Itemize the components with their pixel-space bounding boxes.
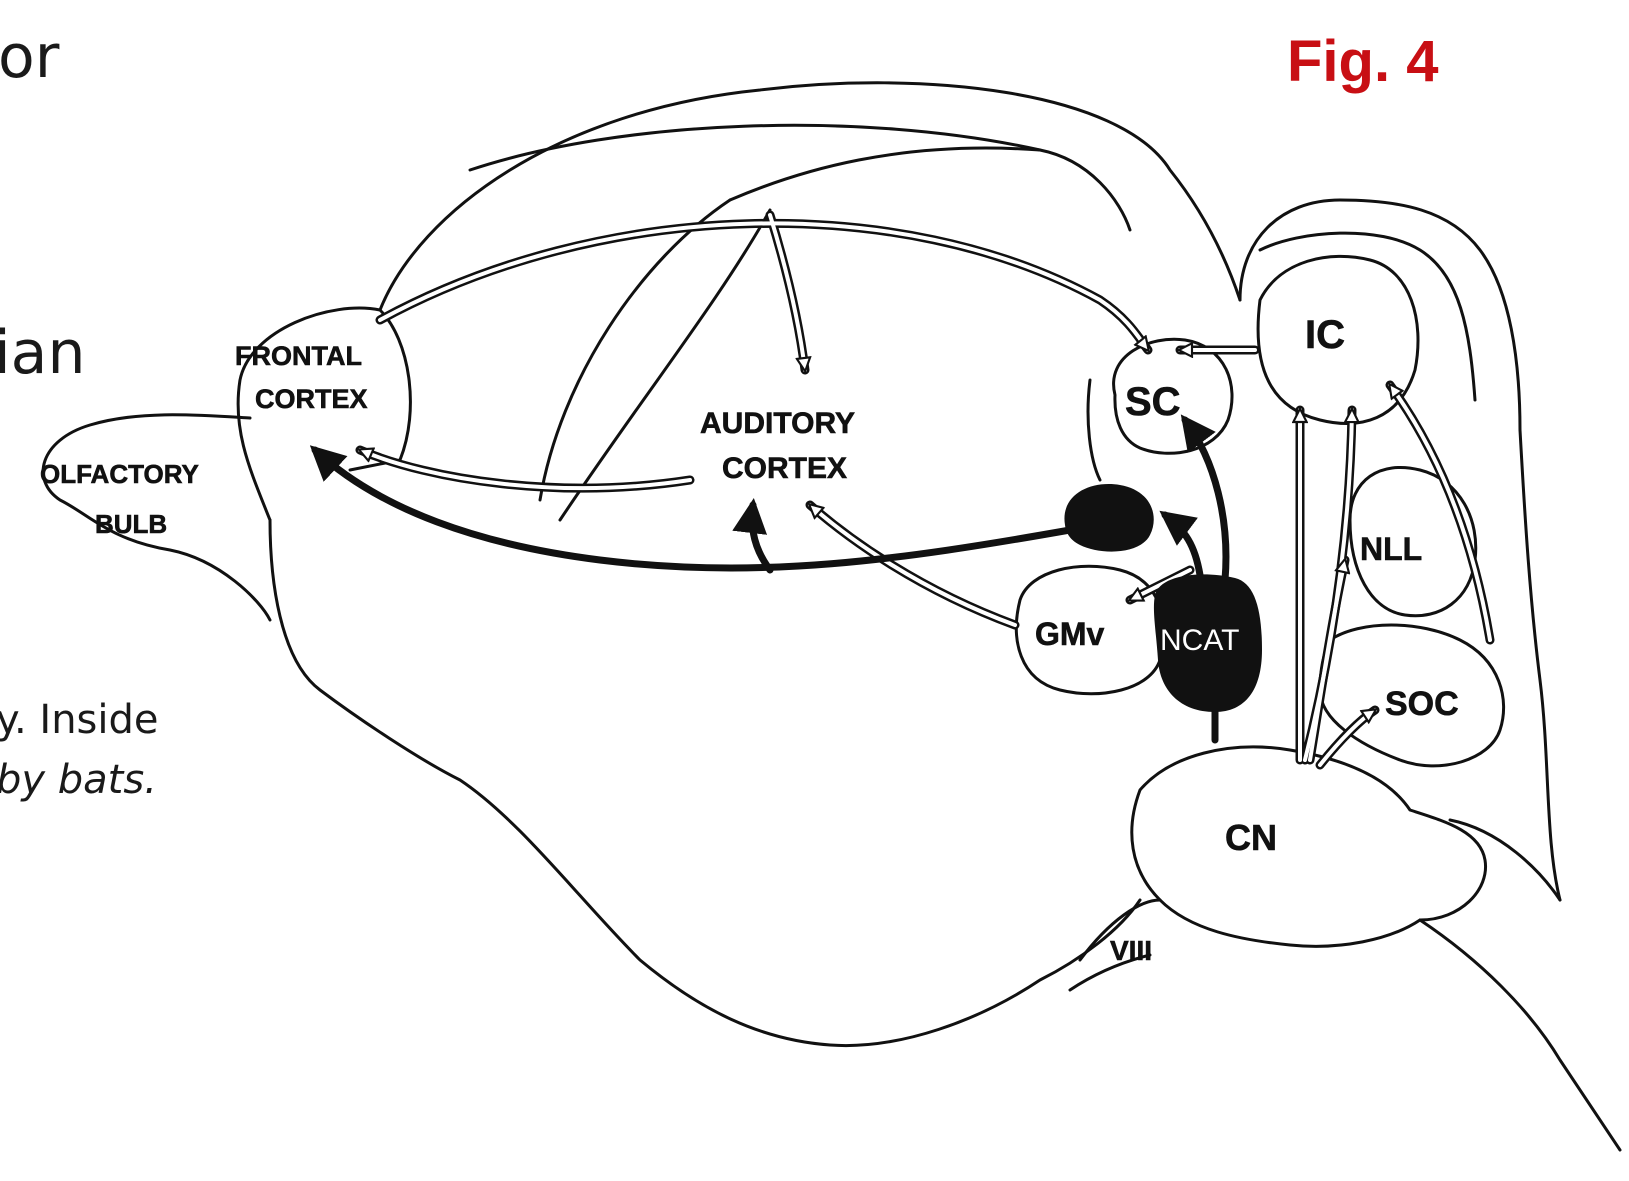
cerebrum-fold (470, 125, 1130, 230)
pathway-soc-to-ic (1390, 385, 1490, 640)
ncat-label: NCAT (1160, 624, 1239, 657)
cn-outline (1132, 747, 1486, 946)
frontal-cortex-label: CORTEX (255, 384, 368, 414)
cn-label: CN (1225, 817, 1277, 858)
ic-label: IC (1305, 313, 1345, 357)
frontal-cortex-label: FRONTAL (235, 341, 362, 371)
viii-label: VIII (1110, 935, 1152, 966)
frontal-outline (238, 308, 380, 520)
pathway-black-to-auditory (752, 505, 770, 570)
soc-label: SOC (1385, 685, 1459, 723)
black-nucleus (1064, 484, 1153, 552)
pathway-frontal-to-sc (380, 223, 1148, 350)
gmv-label: GMv (1035, 616, 1105, 652)
olfactory-bulb-label: OLFACTORY (40, 459, 199, 489)
auditory-cortex-label: CORTEX (722, 452, 847, 485)
brain-ventral-outline (270, 520, 1140, 1046)
pathway-ncat-to-black (1165, 515, 1200, 575)
pathway-cn-to-ic-2 (1305, 410, 1352, 760)
auditory-cortex-label: AUDITORY (700, 407, 855, 440)
sc-label: SC (1125, 380, 1181, 424)
olfactory-bulb-label: BULB (95, 509, 167, 539)
nll-label: NLL (1360, 531, 1422, 567)
